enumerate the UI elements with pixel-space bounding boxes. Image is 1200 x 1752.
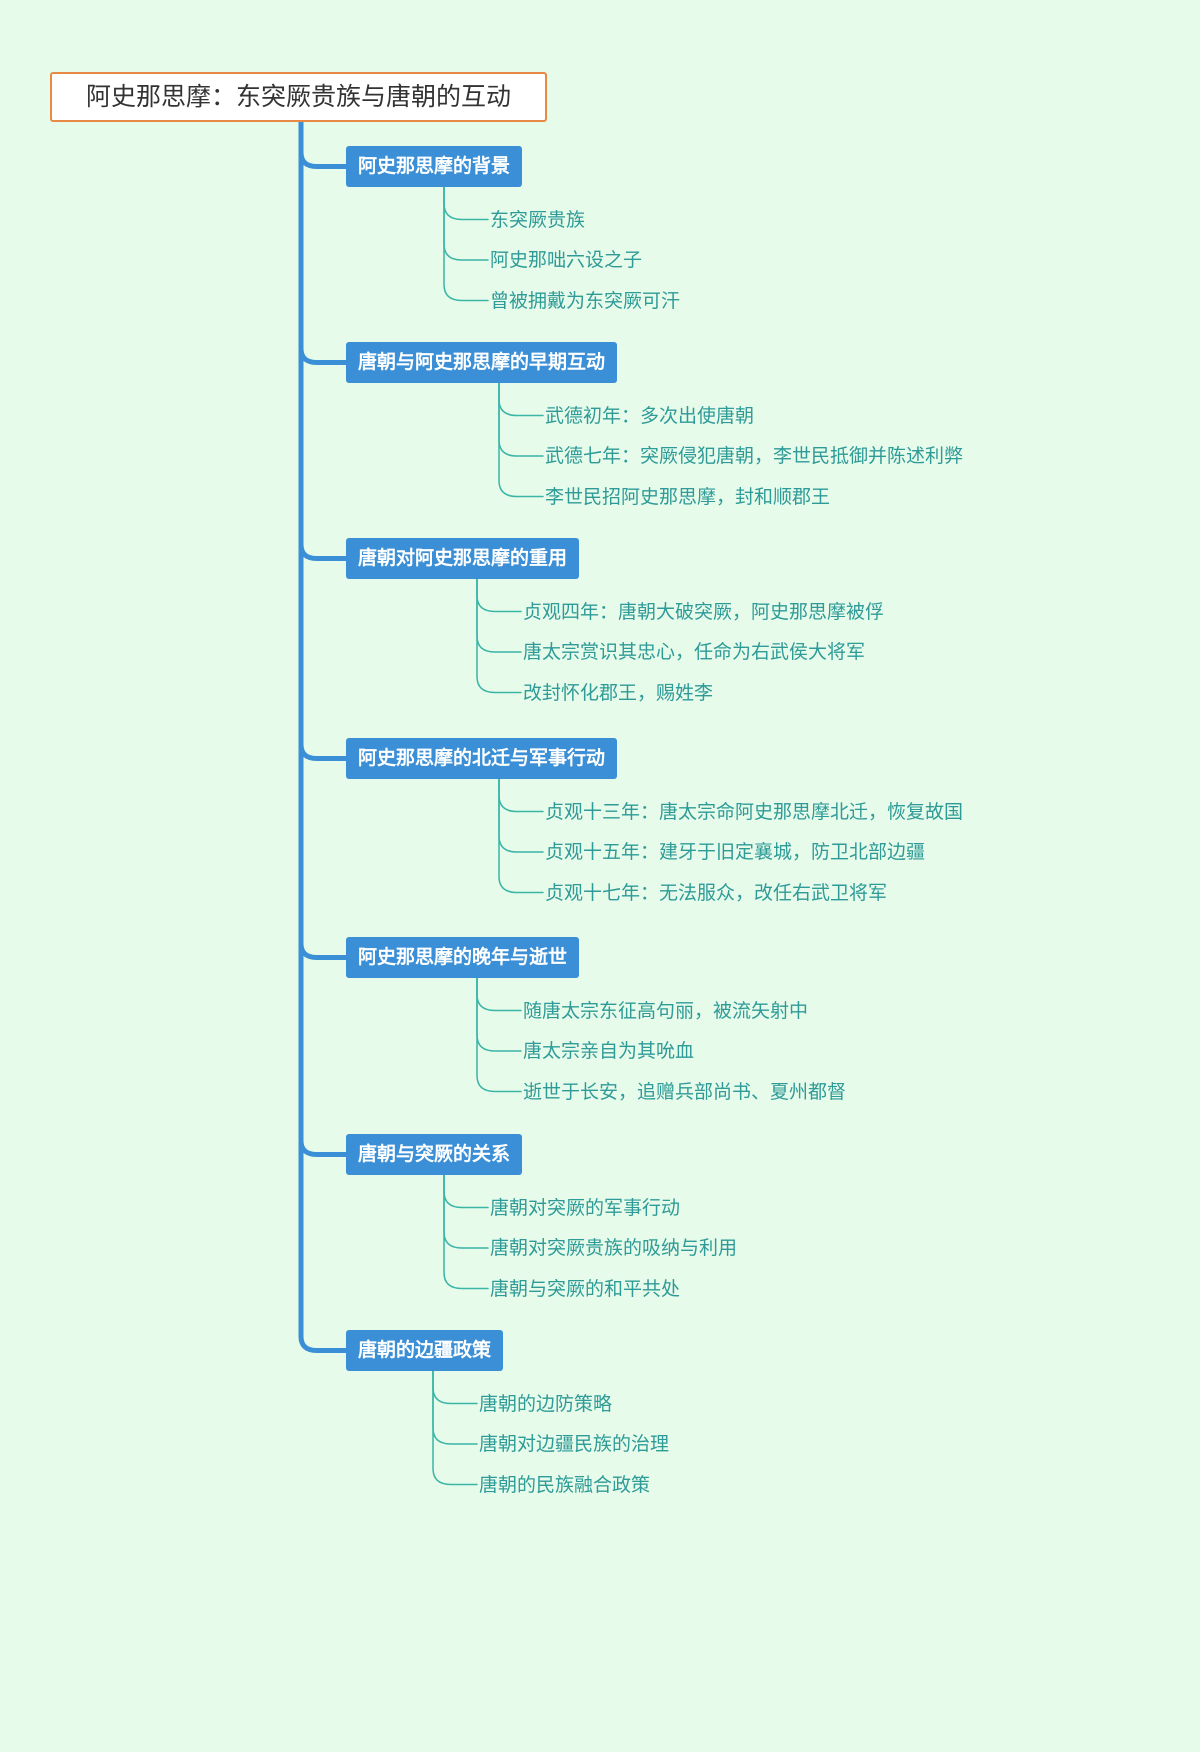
leaf-topic[interactable]: 唐朝对突厥贵族的吸纳与利用 (490, 1237, 738, 1259)
leaf-topic[interactable]: 唐朝对边疆民族的治理 (479, 1433, 670, 1455)
leaf-connector (498, 778, 544, 813)
connector-lines (298, 119, 544, 1486)
leaf-connector (443, 186, 489, 261)
leaf-topic[interactable]: 随唐太宗东征高句丽，被流矢射中 (523, 999, 809, 1022)
branch-connector (298, 346, 349, 365)
leaf-topic[interactable]: 李世民招阿史那思摩，封和顺郡王 (545, 485, 831, 508)
leaf-topic[interactable]: 唐朝的边防策略 (479, 1392, 613, 1415)
leaf-connector (498, 382, 544, 498)
branch-connector (298, 542, 349, 561)
leaf-connector (498, 382, 544, 457)
leaf-connector (443, 1174, 489, 1209)
root-topic[interactable]: 阿史那思摩：东突厥贵族与唐朝的互动 (50, 72, 547, 122)
leaf-topic[interactable]: 改封怀化郡王，赐姓李 (523, 681, 714, 704)
leaf-topic[interactable]: 武德初年：多次出使唐朝 (545, 404, 755, 427)
leaf-connector (476, 578, 522, 653)
branch-connector (298, 1138, 349, 1157)
leaf-topic[interactable]: 武德七年：突厥侵犯唐朝，李世民抵御并陈述利弊 (545, 445, 964, 467)
leaf-topic[interactable]: 贞观四年：唐朝大破突厥，阿史那思摩被俘 (523, 600, 885, 623)
leaf-connector (498, 382, 544, 417)
leaf-topic[interactable]: 逝世于长安，追赠兵部尚书、夏州都督 (523, 1080, 847, 1103)
branch-topic[interactable]: 唐朝与突厥的关系 (346, 1134, 523, 1175)
leaf-connector (476, 578, 522, 694)
branch-topic[interactable]: 唐朝对阿史那思摩的重用 (346, 538, 580, 579)
branch-topic[interactable]: 唐朝与阿史那思摩的早期互动 (346, 342, 618, 383)
leaf-connector (443, 186, 489, 221)
leaf-topic[interactable]: 东突厥贵族 (490, 208, 586, 231)
leaf-topic[interactable]: 贞观十七年：无法服众，改任右武卫将军 (545, 881, 888, 904)
leaf-topic[interactable]: 贞观十三年：唐太宗命阿史那思摩北迁，恢复故国 (545, 800, 964, 823)
leaf-topic[interactable]: 唐朝与突厥的和平共处 (490, 1277, 681, 1300)
leaf-topic[interactable]: 贞观十五年：建牙于旧定襄城，防卫北部边疆 (545, 841, 926, 863)
leaf-connector (432, 1370, 478, 1445)
leaf-connector (476, 578, 522, 613)
branch-connector (298, 150, 349, 169)
leaf-connector (476, 977, 522, 1093)
leaf-connector (476, 977, 522, 1052)
leaf-topic[interactable]: 唐太宗亲自为其吮血 (523, 1040, 695, 1062)
leaf-topic[interactable]: 曾被拥戴为东突厥可汗 (490, 289, 681, 312)
leaf-connector (432, 1370, 478, 1405)
leaf-topic[interactable]: 唐朝的民族融合政策 (479, 1473, 651, 1496)
branch-topic[interactable]: 唐朝的边疆政策 (346, 1330, 504, 1371)
branch-topic[interactable]: 阿史那思摩的背景 (346, 146, 523, 187)
leaf-connector (498, 778, 544, 894)
branch-connector (298, 941, 349, 960)
mind-map: 阿史那思摩：东突厥贵族与唐朝的互动 阿史那思摩的背景东突厥贵族阿史那咄六设之子曾… (50, 72, 964, 1496)
branch-connector (298, 742, 349, 761)
leaf-connector (498, 778, 544, 853)
branch-topic[interactable]: 阿史那思摩的晚年与逝世 (346, 937, 580, 978)
leaf-topic[interactable]: 唐朝对突厥的军事行动 (490, 1196, 681, 1219)
leaf-connector (443, 1174, 489, 1290)
leaf-connector (443, 1174, 489, 1249)
leaf-connector (443, 186, 489, 302)
leaf-connector (476, 977, 522, 1012)
branch-connector (298, 1334, 349, 1353)
leaf-topic[interactable]: 唐太宗赏识其忠心，任命为右武侯大将军 (523, 641, 866, 663)
branch-topic[interactable]: 阿史那思摩的北迁与军事行动 (346, 738, 618, 779)
leaf-topic[interactable]: 阿史那咄六设之子 (490, 249, 643, 271)
leaf-connector (432, 1370, 478, 1486)
